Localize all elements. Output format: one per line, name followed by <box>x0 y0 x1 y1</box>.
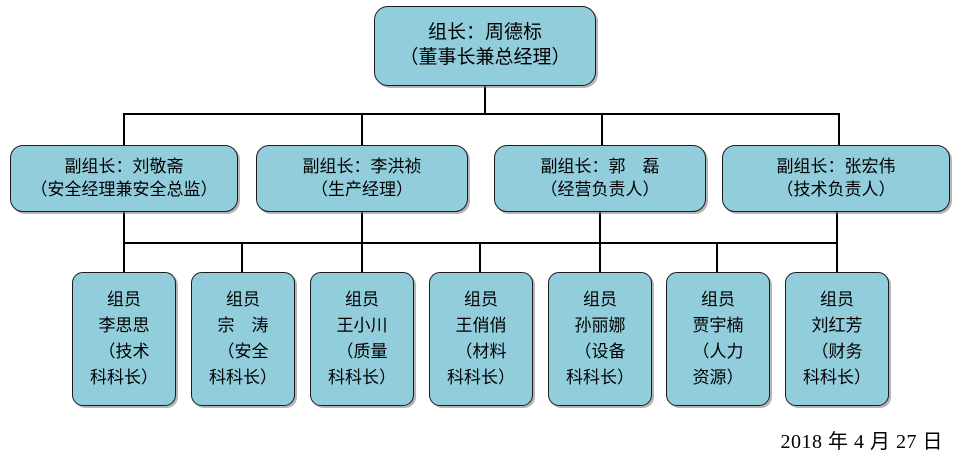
node-leader-subtitle: （董事长兼总经理） <box>399 47 571 68</box>
node-member-5-role: 组员 <box>583 290 617 310</box>
node-deputy-1[interactable]: 副组长：刘敬斋 （安全经理兼安全总监） <box>10 145 238 212</box>
node-member-2-dept-line2: 科科长） <box>209 367 277 387</box>
node-deputy-1-title: 副组长：刘敬斋 <box>64 157 184 177</box>
connector-member-1-drop <box>123 242 125 272</box>
connector-deputy-4-drop <box>838 113 840 145</box>
node-member-6-role: 组员 <box>701 290 735 310</box>
node-member-1[interactable]: 组员 李思思 （技术 科科长） <box>72 272 176 406</box>
node-leader[interactable]: 组长：周德标 （董事长兼总经理） <box>374 6 596 86</box>
node-member-3-dept-line2: 科科长） <box>328 367 396 387</box>
node-member-6[interactable]: 组员 贾宇楠 （人力 资源） <box>666 272 770 406</box>
node-member-2-dept-line1: （安全 <box>217 342 269 361</box>
node-member-7-dept-line1: （财务 <box>811 342 863 361</box>
connector-member-7-drop <box>836 242 838 272</box>
node-member-7-role: 组员 <box>820 290 854 310</box>
node-leader-title: 组长：周德标 <box>427 22 542 44</box>
node-member-7[interactable]: 组员 刘红芳 （财务 科科长） <box>785 272 889 406</box>
node-member-3-dept-line1: （质量 <box>336 342 388 361</box>
node-member-1-name: 李思思 <box>98 316 150 336</box>
node-member-1-dept-line2: 科科长） <box>90 367 158 387</box>
connector-deputy-2-to-member-bus <box>361 212 363 244</box>
connector-member-3-drop <box>361 242 363 272</box>
connector-deputy-bus <box>123 113 840 115</box>
node-member-2-role: 组员 <box>226 290 260 310</box>
node-member-5-dept-line2: 科科长） <box>566 367 634 387</box>
node-deputy-4[interactable]: 副组长：张宏伟 （技术负责人） <box>722 145 950 212</box>
node-member-6-dept-line1: （人力 <box>692 342 744 361</box>
chart-date: 2018 年 4 月 27 日 <box>780 431 943 453</box>
node-member-4-dept-line1: （材料 <box>455 342 507 361</box>
connector-member-4-drop <box>479 242 481 272</box>
node-member-6-name: 贾宇楠 <box>692 316 744 336</box>
connector-deputy-3-drop <box>601 113 603 145</box>
node-deputy-3-subtitle: （经营负责人） <box>540 179 660 199</box>
node-member-1-dept-line1: （技术 <box>98 342 150 361</box>
node-member-5-name: 孙丽娜 <box>574 316 626 336</box>
node-deputy-2[interactable]: 副组长：李洪祯 （生产经理） <box>256 145 468 212</box>
node-deputy-3-title: 副组长：郭 磊 <box>540 157 660 177</box>
connector-member-2-drop <box>241 242 243 272</box>
connector-deputy-1-drop <box>123 113 125 145</box>
node-member-3-name: 王小川 <box>336 316 388 336</box>
connector-deputy-3-to-member-bus <box>599 212 601 244</box>
connector-member-6-drop <box>716 242 718 272</box>
node-member-5[interactable]: 组员 孙丽娜 （设备 科科长） <box>548 272 652 406</box>
node-deputy-2-subtitle: （生产经理） <box>311 179 413 199</box>
connector-deputy-1-to-member-bus <box>123 212 125 244</box>
node-member-4-role: 组员 <box>464 290 498 310</box>
node-member-7-dept-line2: 科科长） <box>803 367 871 387</box>
node-member-2[interactable]: 组员 宗 涛 （安全 科科长） <box>191 272 295 406</box>
node-member-5-dept-line1: （设备 <box>574 342 626 361</box>
node-member-3-role: 组员 <box>345 290 379 310</box>
node-member-3[interactable]: 组员 王小川 （质量 科科长） <box>310 272 414 406</box>
node-member-4[interactable]: 组员 王俏俏 （材料 科科长） <box>429 272 533 406</box>
node-deputy-4-title: 副组长：张宏伟 <box>776 157 896 177</box>
node-member-4-dept-line2: 科科长） <box>447 367 515 387</box>
node-member-1-role: 组员 <box>107 290 141 310</box>
node-deputy-4-subtitle: （技术负责人） <box>776 179 896 199</box>
connector-deputy-4-to-member-bus <box>836 212 838 244</box>
node-deputy-3[interactable]: 副组长：郭 磊 （经营负责人） <box>494 145 706 212</box>
node-deputy-2-title: 副组长：李洪祯 <box>302 157 422 177</box>
node-deputy-1-subtitle: （安全经理兼安全总监） <box>30 179 218 199</box>
node-member-7-name: 刘红芳 <box>811 316 863 336</box>
node-member-2-name: 宗 涛 <box>217 316 269 336</box>
connector-leader-down <box>484 86 486 114</box>
node-member-6-dept-line2: 资源） <box>692 367 744 387</box>
connector-member-5-drop <box>599 242 601 272</box>
connector-deputy-2-drop <box>361 113 363 145</box>
node-member-4-name: 王俏俏 <box>455 316 507 336</box>
